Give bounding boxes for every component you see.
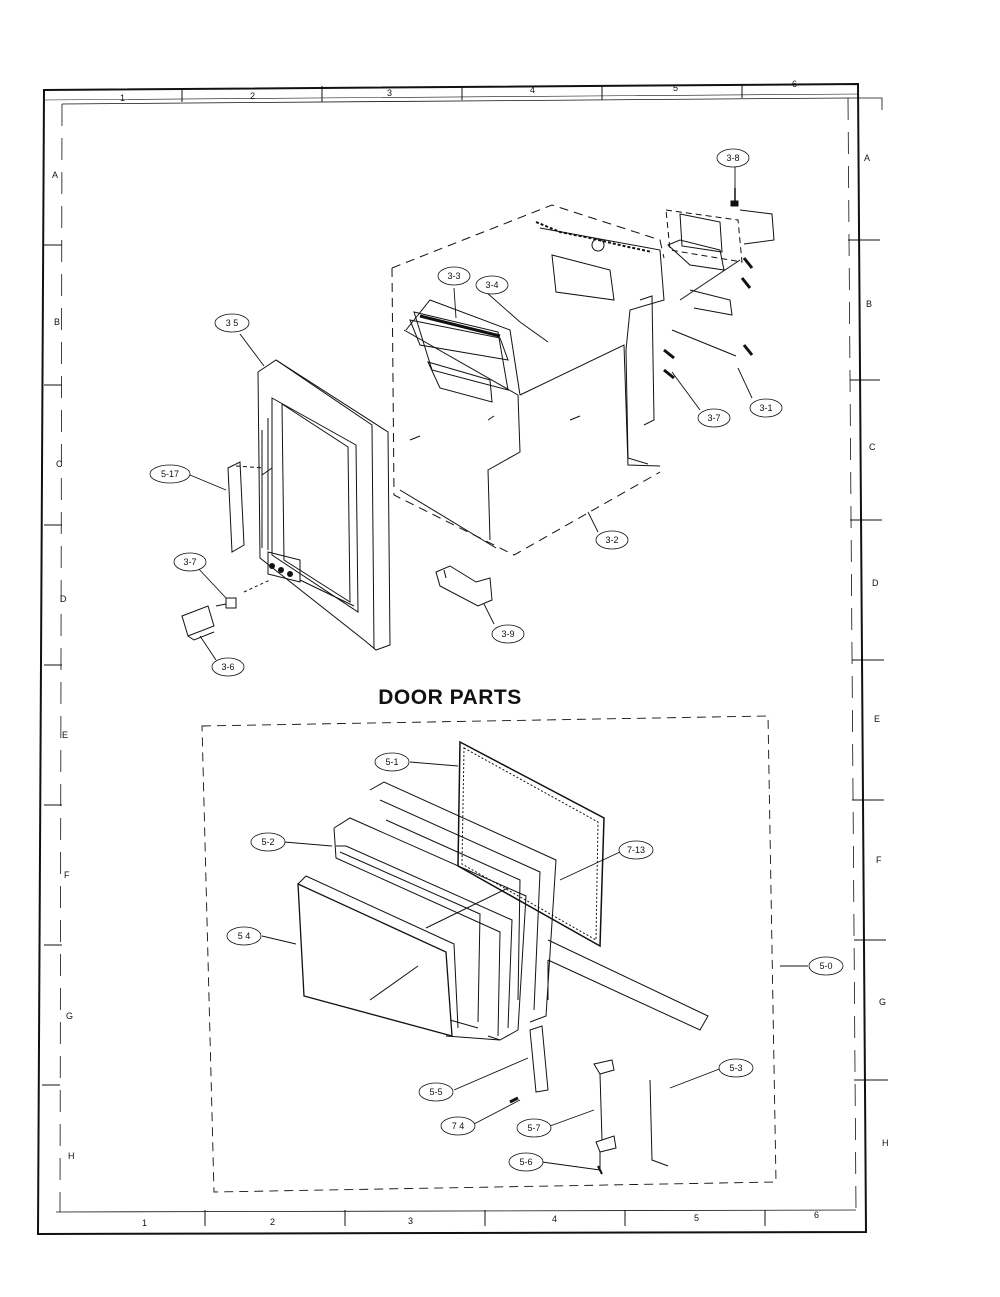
page-title: DOOR PARTS — [378, 686, 522, 709]
upper-callout-labels: 3-8 3-3 3-4 3 5 3-1 3-7 5-17 3-2 3-7 3-9… — [161, 153, 773, 672]
callout-5-3-bubble — [718, 1058, 754, 1078]
zone-col-top-1: 1 — [120, 93, 125, 103]
callout-3-4-bubble — [475, 275, 509, 295]
cabinet-control-frame — [539, 227, 665, 465]
callout-5-5: 5-5 — [429, 1087, 442, 1097]
zone-col-top-3: 3 — [387, 88, 392, 98]
zone-labels: 1 2 3 4 5 6 1 2 3 4 5 6 A B C D E F G H … — [52, 79, 889, 1228]
callout-5-1-bubble — [374, 752, 410, 772]
zone-col-top-2: 2 — [250, 91, 255, 101]
callout-5-2-bubble — [250, 832, 286, 852]
zone-col-top-4: 4 — [530, 85, 535, 95]
cabinet-top-outline — [391, 204, 665, 269]
callout-3-5-bubble — [214, 313, 250, 333]
zone-row-right-b: B — [866, 299, 872, 309]
callout-7-13: 7-13 — [627, 845, 645, 855]
door-assembly-boundary — [201, 715, 777, 1193]
callout-5-4: 5 4 — [238, 931, 251, 941]
zone-col-bottom-6: 6 — [814, 1210, 819, 1220]
waveguide-cover — [413, 311, 509, 391]
callout-3-2-bubble — [595, 530, 629, 550]
callout-3-8-top-bubble — [716, 148, 750, 168]
door-callout-labels: 5-1 5-2 7-13 5 4 5-0 5-5 5-3 7 4 5-7 5-6 — [238, 757, 833, 1167]
zone-col-bottom-3: 3 — [408, 1216, 413, 1226]
door-frame — [333, 817, 527, 1041]
callout-3-7-right: 3-7 — [707, 413, 720, 423]
callout-3-2: 3-2 — [605, 535, 618, 545]
zone-row-left-c: C — [56, 459, 63, 469]
door-choke-cover — [457, 740, 605, 948]
callout-3-3-bubble — [437, 266, 471, 286]
zone-col-bottom-2: 2 — [270, 1217, 275, 1227]
front-frame-hinge-pins — [269, 563, 293, 577]
callout-5-7: 5-7 — [527, 1123, 540, 1133]
callout-5-1: 5-1 — [385, 757, 398, 767]
door-callouts — [226, 752, 844, 1172]
door-assembly — [297, 740, 709, 1170]
callout-3-4: 3-4 — [485, 280, 498, 290]
zone-ticks — [42, 84, 888, 1226]
callout-5-6-bubble — [508, 1152, 544, 1172]
zone-row-left-d: D — [60, 594, 67, 604]
front-frame-assembly — [257, 359, 391, 651]
zone-row-left-f: F — [64, 870, 70, 880]
upper-callouts — [149, 148, 783, 677]
callout-5-17: 5-17 — [161, 469, 179, 479]
zone-col-bottom-1: 1 — [142, 1218, 147, 1228]
callout-3-1: 3-1 — [759, 403, 772, 413]
callout-5-6: 5-6 — [519, 1157, 532, 1167]
callout-5-17-bubble — [149, 464, 191, 484]
door-front-panel — [297, 882, 453, 1037]
callout-3-7-right-bubble — [697, 408, 731, 428]
cabinet-screws — [663, 188, 754, 380]
callout-3-9: 3-9 — [501, 629, 514, 639]
hinge-plate — [227, 461, 265, 553]
callout-3-1-bubble — [749, 398, 783, 418]
upper-leader-lines — [189, 166, 753, 661]
callout-3-7-left: 3-7 — [183, 557, 196, 567]
zone-row-left-g: G — [66, 1011, 73, 1021]
callout-5-3: 5-3 — [729, 1063, 742, 1073]
zone-row-left-a: A — [52, 170, 58, 180]
latch-switch-parts — [181, 579, 271, 641]
interlock-bracket — [435, 565, 493, 607]
zone-row-left-h: H — [68, 1151, 75, 1161]
callout-5-0-bubble — [808, 956, 844, 976]
callout-5-2: 5-2 — [261, 837, 274, 847]
callout-5-5-bubble — [418, 1082, 454, 1102]
zone-row-right-e: E — [874, 714, 880, 724]
callout-3-5: 3 5 — [226, 318, 239, 328]
zone-row-right-h: H — [882, 1138, 889, 1148]
door-leader-lines — [261, 761, 808, 1171]
zone-row-right-f: F — [876, 855, 882, 865]
callout-5-7-bubble — [516, 1118, 552, 1138]
zone-row-right-a: A — [864, 153, 870, 163]
cabinet-assembly — [391, 204, 775, 556]
callout-3-6-bubble — [211, 657, 245, 677]
callout-7-13-bubble — [618, 840, 654, 860]
zone-row-right-d: D — [872, 578, 879, 588]
zone-row-left-b: B — [54, 317, 60, 327]
callout-5-4-bubble — [226, 926, 262, 946]
zone-col-bottom-5: 5 — [694, 1213, 699, 1223]
zone-row-right-c: C — [869, 442, 876, 452]
door-fasteners — [509, 1096, 603, 1175]
callout-5-0: 5-0 — [819, 961, 832, 971]
callout-3-9-bubble — [491, 624, 525, 644]
callout-3-3: 3-3 — [447, 271, 460, 281]
zone-row-right-g: G — [879, 997, 886, 1007]
zone-col-top-6: 6 — [792, 79, 797, 89]
callout-7-4: 7 4 — [452, 1121, 465, 1131]
callout-3-6: 3-6 — [221, 662, 234, 672]
sheet-border — [36, 82, 883, 1236]
callout-3-8-top: 3-8 — [726, 153, 739, 163]
zone-row-left-e: E — [62, 730, 68, 740]
callout-7-4-bubble — [440, 1116, 476, 1136]
zone-col-top-5: 5 — [673, 83, 678, 93]
callout-3-7-left-bubble — [173, 552, 207, 572]
zone-col-bottom-4: 4 — [552, 1214, 557, 1224]
